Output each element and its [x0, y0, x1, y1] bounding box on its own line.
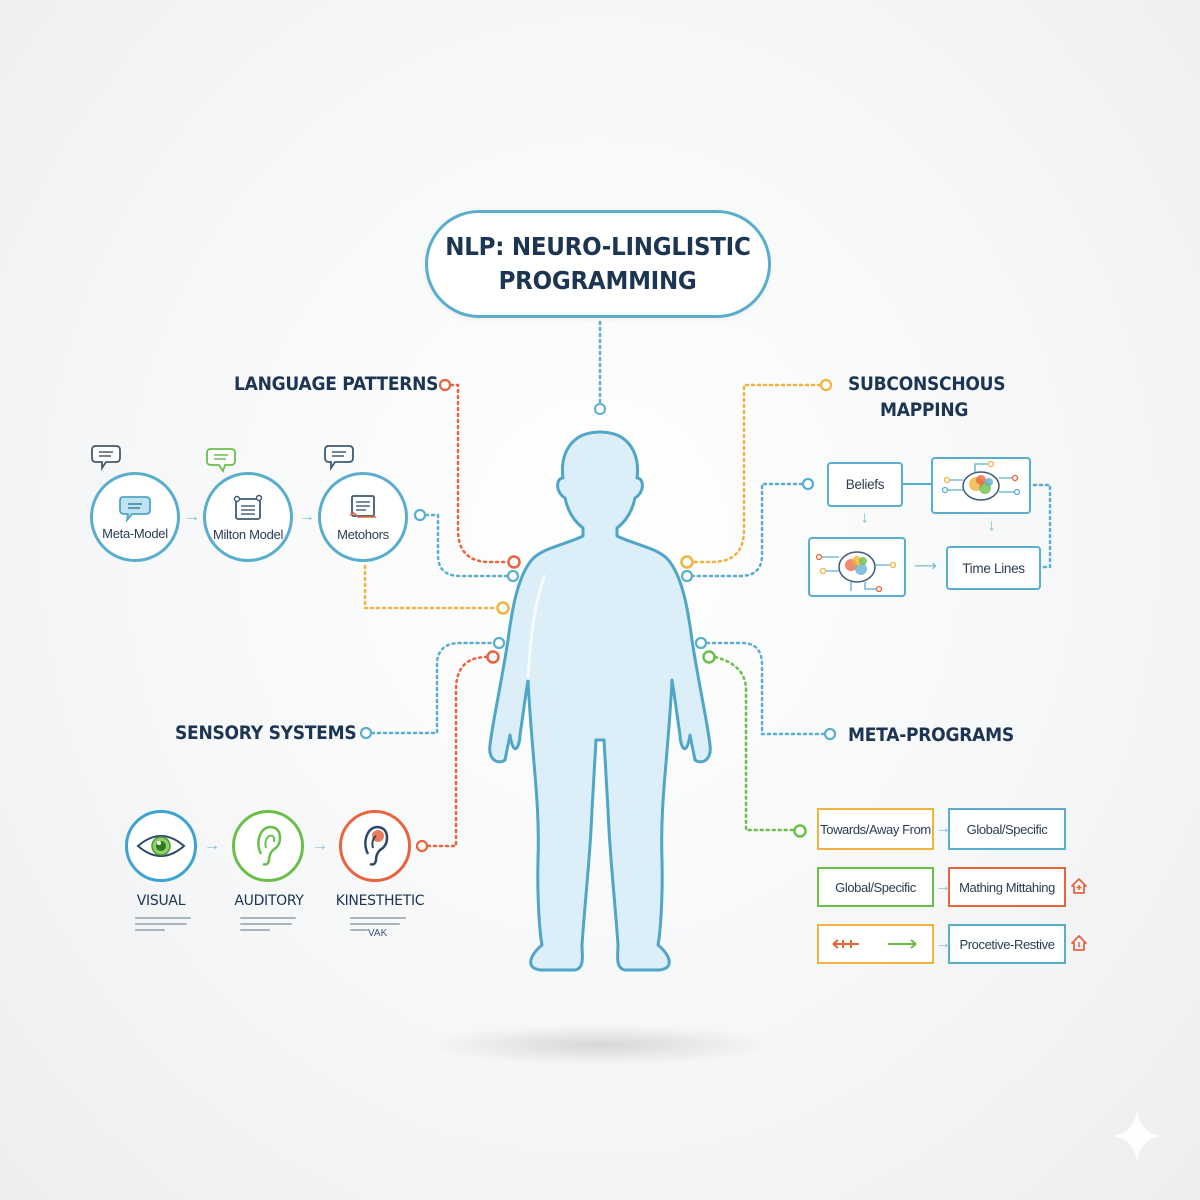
meta-model-label: Meta-Model	[102, 525, 168, 541]
beliefs-box[interactable]: Beliefs	[827, 462, 903, 507]
auditory-node[interactable]	[232, 810, 304, 882]
arrow-right-icon: →	[935, 935, 951, 952]
speech-bubble-icon	[206, 448, 236, 474]
auditory-description	[240, 913, 300, 935]
brain-circuit-box-bottom[interactable]	[808, 537, 906, 597]
title-line-1: NLP: NEURO-LINGLISTIC	[445, 232, 751, 261]
metaphors-node[interactable]: Metohors	[318, 472, 408, 562]
language-patterns-heading: LANGUAGE PATTERNS	[234, 373, 439, 395]
ear-icon	[257, 825, 282, 866]
global-specific-label-2: Global/Specific	[835, 879, 916, 895]
connector-line	[903, 483, 933, 485]
document-icon	[233, 494, 263, 520]
global-specific-label-1: Global/Specific	[966, 821, 1048, 837]
meta-programs-heading: META-PROGRAMS	[848, 724, 1014, 746]
milton-model-label: Milton Model	[212, 526, 284, 542]
brain-circuit-icon	[941, 460, 1021, 501]
global-specific-box-1[interactable]: Global/Specific	[948, 808, 1066, 850]
time-lines-box[interactable]: Time Lines	[946, 546, 1041, 590]
kinesthetic-node[interactable]	[339, 810, 411, 882]
eye-icon	[136, 835, 186, 857]
brain-circuit-icon	[815, 551, 897, 593]
sparkle-icon	[1114, 1110, 1160, 1162]
metaphors-label: Metohors	[337, 526, 389, 542]
ear-touch-icon	[364, 825, 389, 866]
arrow-right-icon: →	[935, 820, 951, 837]
beliefs-label: Beliefs	[845, 477, 885, 492]
arrow-right-icon: →	[299, 508, 315, 525]
towards-away-label: Towards/Away From	[820, 821, 931, 837]
meta-model-node[interactable]: Meta-Model	[90, 472, 180, 562]
matching-mismatching-label: Mathing Mittahing	[959, 879, 1055, 895]
house-icon	[1071, 935, 1087, 951]
auditory-label: AUDITORY	[234, 893, 304, 909]
time-lines-label: Time Lines	[962, 560, 1025, 576]
speech-bubble-icon	[324, 445, 354, 471]
human-figure-icon	[488, 430, 712, 972]
towards-away-box[interactable]: Towards/Away From	[817, 808, 934, 850]
global-specific-box-2[interactable]: Global/Specific	[817, 867, 934, 907]
arrow-right-icon: →	[935, 878, 951, 895]
speech-bubble-icon	[91, 445, 121, 471]
arrow-right-green-icon	[887, 939, 917, 949]
matching-mismatching-box[interactable]: Mathing Mittahing	[948, 867, 1066, 907]
visual-label: VISUAL	[136, 893, 186, 909]
figure-shadow	[430, 1025, 770, 1065]
note-icon	[349, 494, 376, 518]
kinesthetic-description	[350, 913, 410, 935]
brain-circuit-box-top[interactable]	[931, 457, 1031, 514]
arrow-right-icon: →	[204, 837, 220, 854]
double-arrow-left-icon	[832, 939, 860, 949]
arrow-right-icon: ⟶	[914, 558, 937, 575]
proactive-reactive-box[interactable]: Procetive-Restive	[948, 924, 1066, 964]
speech-bubble-icon	[119, 495, 151, 522]
arrow-right-icon: →	[184, 508, 200, 525]
arrow-down-icon: →	[858, 510, 875, 526]
proactive-reactive-label: Procetive-Restive	[959, 936, 1055, 952]
visual-description	[135, 913, 195, 935]
milton-model-node[interactable]: Milton Model	[203, 472, 293, 562]
subconscious-mapping-heading-line-2: MAPPING	[880, 399, 969, 421]
sensory-systems-heading: SENSORY SYSTEMS	[175, 722, 357, 744]
subconscious-mapping-heading-line-1: SUBCONSCHOUS	[848, 373, 1006, 395]
title-pill: NLP: NEURO-LINGLISTIC PROGRAMMING	[425, 210, 771, 318]
arrow-down-icon: →	[985, 518, 1002, 534]
house-icon	[1071, 878, 1087, 894]
direction-arrows-box[interactable]	[817, 924, 934, 964]
vak-note: VAK	[368, 928, 388, 939]
arrow-right-icon: →	[312, 837, 328, 854]
visual-node[interactable]	[125, 810, 197, 882]
title-line-2: PROGRAMMING	[499, 266, 697, 295]
kinesthetic-label: KINESTHETIC	[335, 893, 425, 909]
